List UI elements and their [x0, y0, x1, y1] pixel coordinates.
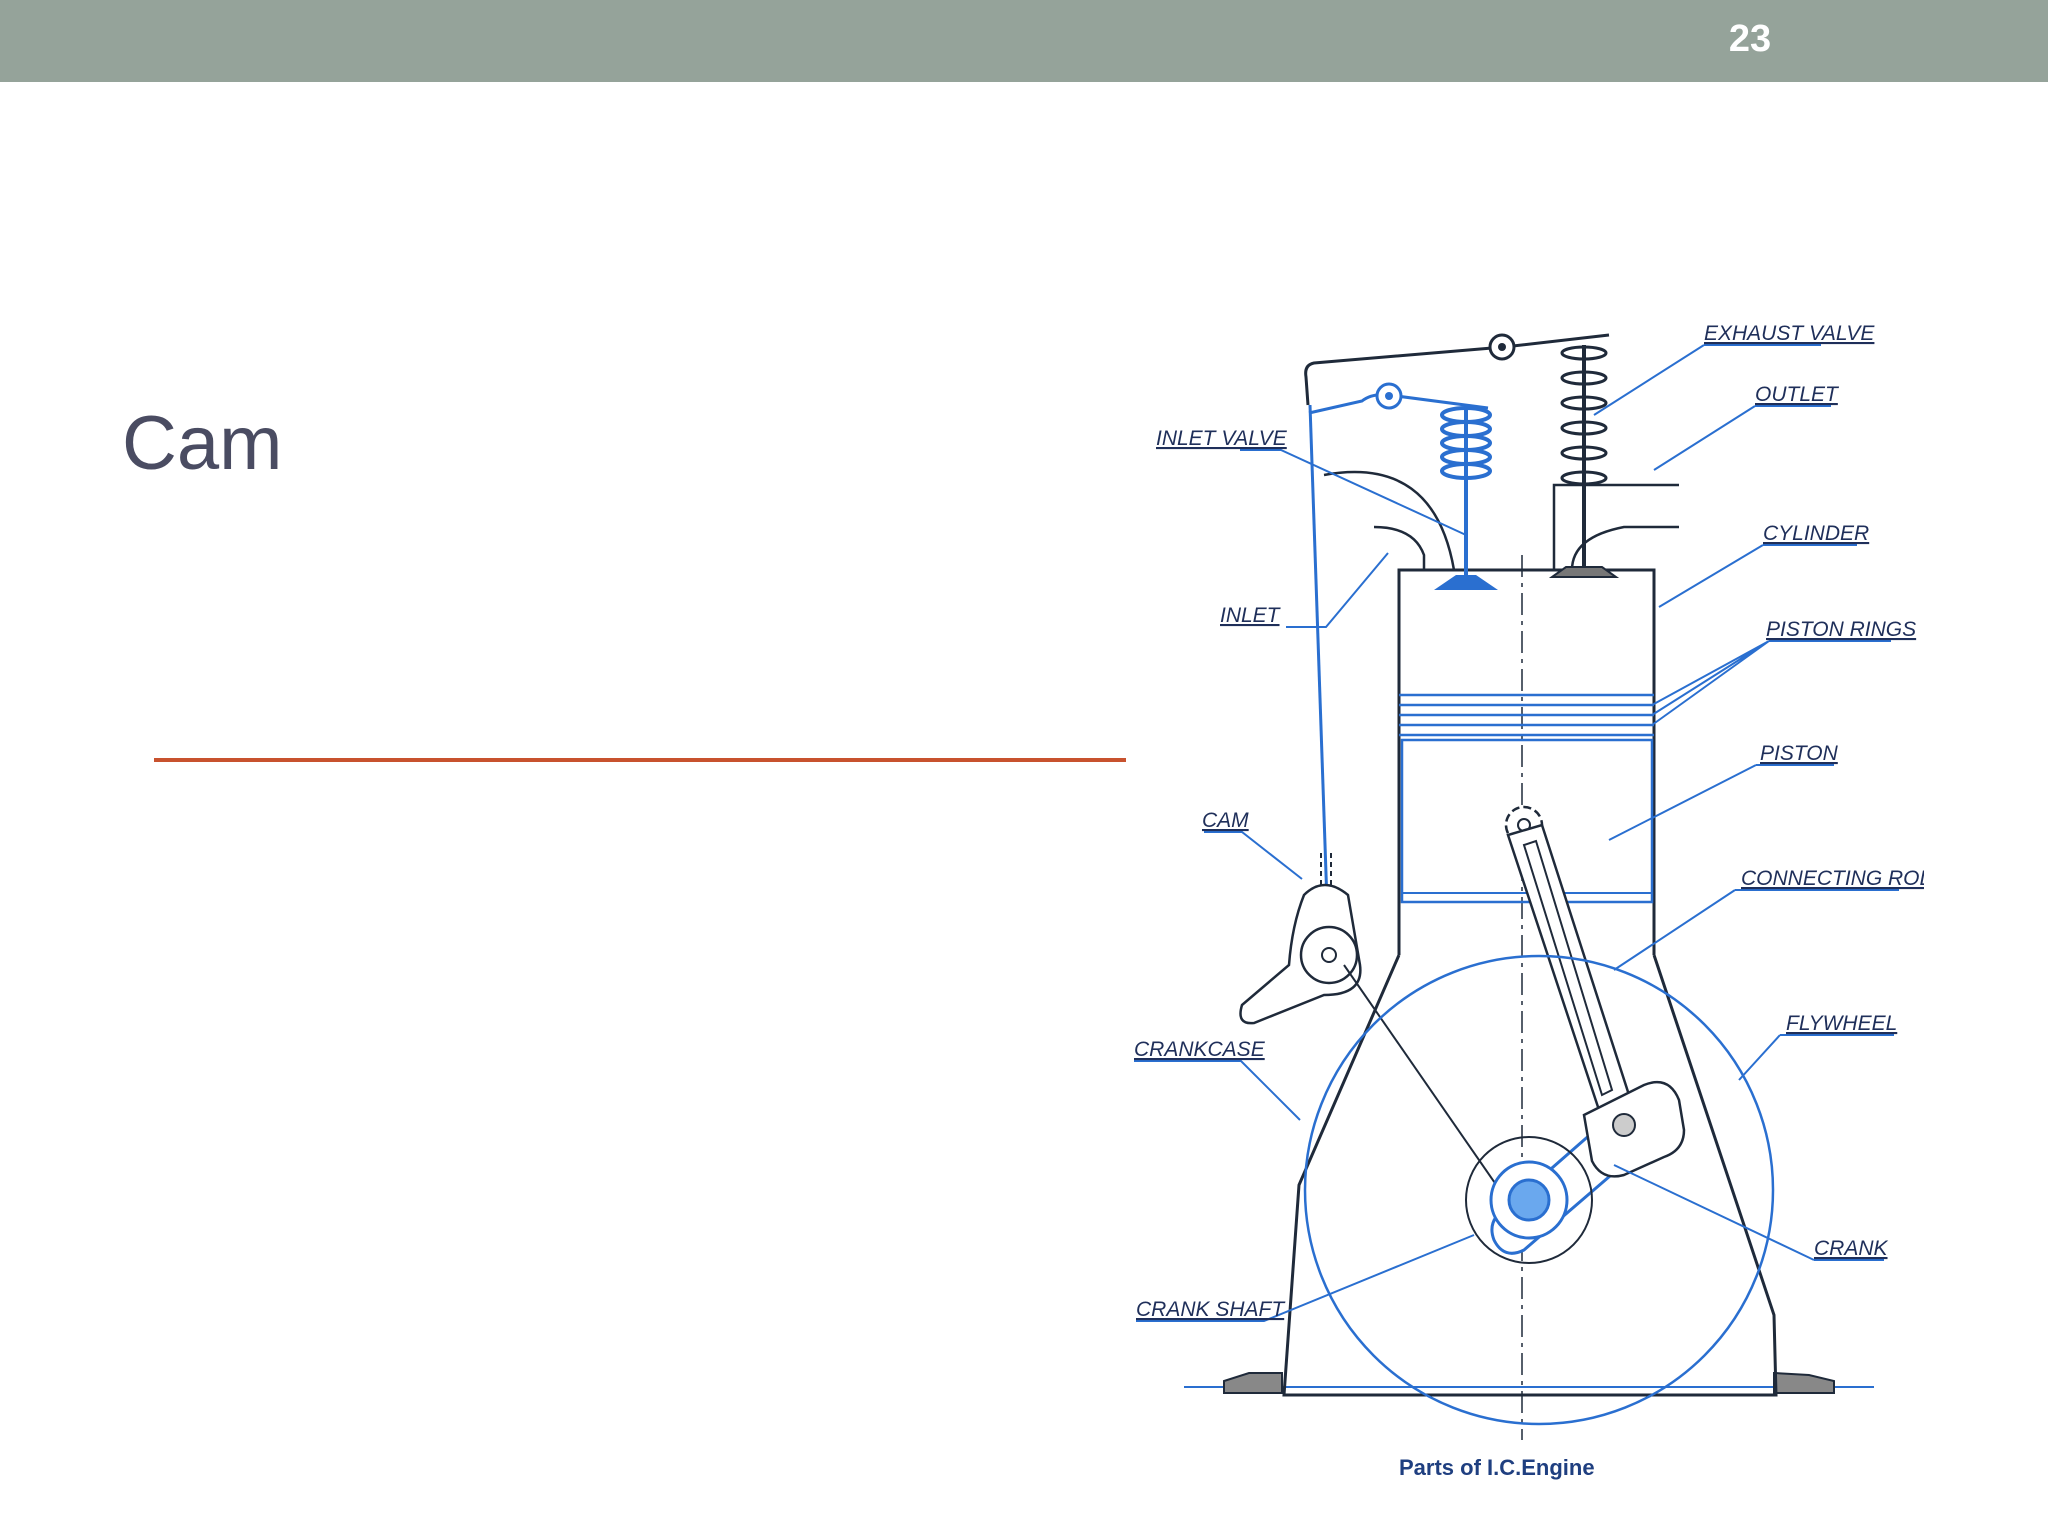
- inlet-valve-head: [1434, 575, 1498, 590]
- cylinder-wall: [1397, 568, 1656, 955]
- exhaust-valve-spring: [1560, 345, 1608, 486]
- cam-drive: [1343, 964, 1525, 1226]
- label-crank-shaft: CRANK SHAFT: [1136, 1298, 1286, 1321]
- base-foot-right: [1773, 1371, 1835, 1394]
- label-inlet: INLET: [1220, 604, 1282, 627]
- crank-shaft-core: [1507, 1178, 1551, 1222]
- label-outlet: OUTLET: [1755, 383, 1840, 406]
- slide-title: Cam: [122, 401, 283, 486]
- piston-rings: [1399, 693, 1654, 737]
- crank-shaft-outer: [1465, 1136, 1593, 1264]
- label-cylinder: CYLINDER: [1763, 522, 1869, 545]
- diagram-caption: Parts of I.C.Engine: [1399, 1455, 1595, 1480]
- label-inlet-valve: INLET VALVE: [1156, 427, 1288, 450]
- base-foot-left: [1223, 1372, 1283, 1394]
- flywheel: [1303, 954, 1775, 1426]
- crankcase-outline: [1282, 954, 1778, 1397]
- label-cam: CAM: [1202, 809, 1249, 832]
- push-rod: [1308, 404, 1329, 904]
- label-piston: PISTON: [1760, 742, 1839, 765]
- outlet-port: [1552, 483, 1679, 571]
- label-crankcase: CRANKCASE: [1134, 1038, 1266, 1061]
- crank-pin: [1612, 1113, 1636, 1137]
- slide-number: 23: [1728, 18, 1772, 60]
- label-crank: CRANK: [1814, 1237, 1889, 1260]
- exhaust-rocker: [1304, 333, 1610, 406]
- label-connecting-rod: CONNECTING ROD: [1741, 867, 1924, 890]
- connecting-rod-slot: [1522, 839, 1614, 1097]
- leader-lines: [1134, 344, 1899, 1322]
- title-divider: [154, 758, 1126, 762]
- engine-diagram: EXHAUST VALVE OUTLET INLET VALVE CYLINDE…: [1134, 322, 1924, 1480]
- inlet-valve-spring: [1440, 406, 1492, 480]
- label-exhaust-valve: EXHAUST VALVE: [1704, 322, 1875, 345]
- piston: [1400, 738, 1654, 904]
- label-flywheel: FLYWHEEL: [1786, 1012, 1897, 1035]
- inlet-port: [1323, 470, 1456, 571]
- label-piston-rings: PISTON RINGS: [1766, 618, 1916, 641]
- exhaust-valve-head: [1548, 566, 1620, 578]
- top-bar: [0, 0, 2048, 82]
